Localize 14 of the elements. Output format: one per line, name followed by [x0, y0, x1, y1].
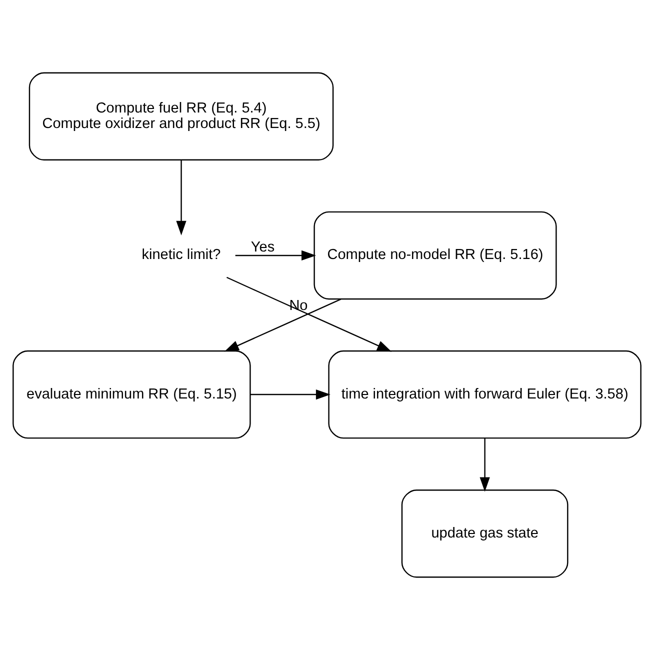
edge-label: No: [289, 298, 308, 314]
node-box: Compute no-model RR (Eq. 5.16): [314, 210, 557, 300]
arrow: [235, 250, 316, 260]
node-text: kinetic limit?: [142, 246, 221, 263]
edge-label: Yes: [250, 238, 275, 255]
arrow: [224, 298, 342, 352]
arrow: [226, 276, 392, 352]
node-box: Compute fuel RR (Eq. 5.4) Compute oxidizer and product RR (Eq. 5.5): [28, 72, 334, 160]
node-box: update gas state: [401, 488, 568, 578]
arrow: [250, 388, 330, 400]
node-box: evaluate minimum RR (Eq. 5.15): [12, 350, 251, 438]
arrow: [480, 438, 490, 492]
arrow: [176, 160, 186, 235]
node-box: time integration with forward Euler (Eq. 3.58): [328, 350, 642, 438]
